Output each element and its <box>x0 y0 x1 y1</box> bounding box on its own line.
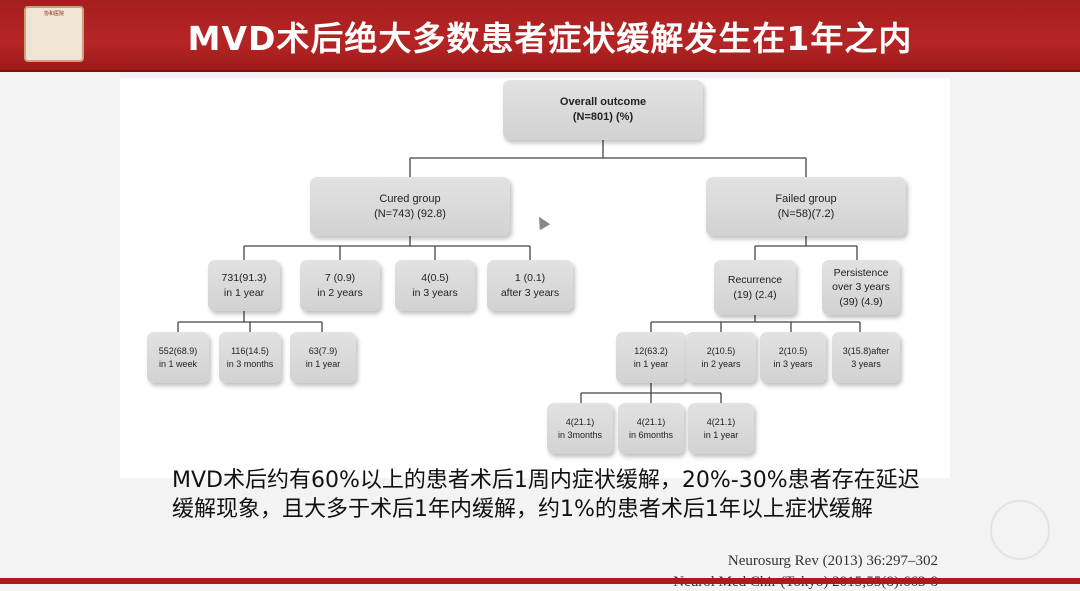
connector-lines <box>177 140 861 403</box>
node-recurrence-by-1-year: 4(21.1) in 1 year <box>688 403 754 454</box>
title-bar: 协和医院 MVD术后绝大多数患者症状缓解发生在1年之内 <box>0 0 1080 72</box>
reference-1: Neurosurg Rev (2013) 36:297–302 <box>727 553 938 569</box>
node-cured-by-1-year: 63(7.9) in 1 year <box>290 332 356 383</box>
node-recurrence-in-1-year: 12(63.2) in 1 year <box>616 332 686 383</box>
node-overall-outcome: Overall outcome (N=801) (%) <box>503 80 703 140</box>
floating-bubble-icon[interactable] <box>990 500 1050 560</box>
node-cured-after-3-years: 1 (0.1) after 3 years <box>487 260 573 311</box>
bottom-strip <box>0 578 1080 584</box>
node-recurrence-in-3-years: 2(10.5) in 3 years <box>760 332 826 383</box>
node-cured-in-2-years: 7 (0.9) in 2 years <box>300 260 380 311</box>
node-recurrence-in-3-months: 4(21.1) in 3months <box>547 403 613 454</box>
slide-title: MVD术后绝大多数患者症状缓解发生在1年之内 <box>187 19 913 58</box>
node-cured-group: Cured group (N=743) (92.8) <box>310 177 510 236</box>
summary-caption: MVD术后约有60%以上的患者术后1周内症状缓解，20%-30%患者存在延迟缓解… <box>172 468 920 522</box>
node-recurrence-after-3-years: 3(15.8)after 3 years <box>832 332 900 383</box>
node-persistence: Persistence over 3 years (39) (4.9) <box>822 260 900 315</box>
node-cured-in-3-years: 4(0.5) in 3 years <box>395 260 475 311</box>
node-cured-in-1-week: 552(68.9) in 1 week <box>147 332 209 383</box>
node-recurrence-in-2-years: 2(10.5) in 2 years <box>686 332 756 383</box>
node-cured-in-1-year: 731(91.3) in 1 year <box>208 260 280 311</box>
diagram-panel: Overall outcome (N=801) (%) Cured group … <box>120 78 950 478</box>
node-failed-group: Failed group (N=58)(7.2) <box>706 177 906 236</box>
node-recurrence: Recurrence (19) (2.4) <box>714 260 796 315</box>
node-recurrence-in-6-months: 4(21.1) in 6months <box>618 403 684 454</box>
node-cured-in-3-months: 116(14.5) in 3 months <box>219 332 281 383</box>
hospital-logo: 协和医院 <box>24 6 84 62</box>
logo-text: 协和医院 <box>43 11 64 17</box>
